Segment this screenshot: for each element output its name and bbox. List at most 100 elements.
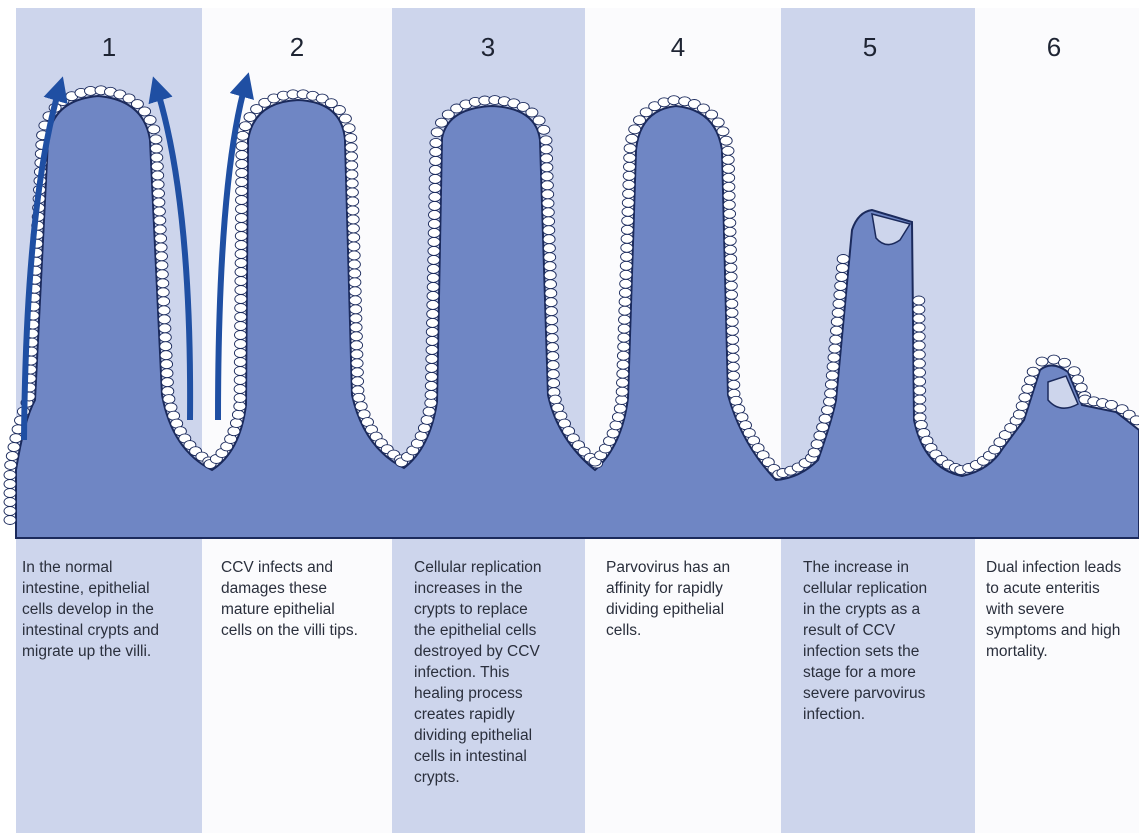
epithelial-cell (157, 288, 169, 297)
epithelial-cell (431, 128, 443, 137)
epithelial-cell (418, 424, 430, 433)
epithelial-cell (244, 113, 256, 122)
epithelial-cell (622, 207, 634, 216)
epithelial-cell (351, 341, 363, 350)
epithelial-cell (726, 299, 738, 308)
epithelial-cell (425, 399, 437, 408)
epithelial-cell (626, 134, 638, 143)
caption-line: destroyed by CCV (414, 641, 542, 662)
epithelial-cell (835, 281, 847, 290)
epithelial-cell (913, 314, 925, 323)
epithelial-cell (429, 165, 441, 174)
caption-line: result of CCV (803, 620, 927, 641)
epithelial-cell (160, 342, 172, 351)
epithelial-cell (234, 376, 246, 385)
panel-4-caption: Parvovirus has an affinity for rapidly d… (606, 557, 730, 641)
epithelial-cell (4, 507, 16, 516)
epithelial-cell (236, 151, 248, 160)
epithelial-cell (144, 116, 156, 125)
epithelial-cell (235, 259, 247, 268)
epithelial-cell (350, 305, 362, 314)
epithelial-cell (4, 498, 16, 507)
epithelial-cell (819, 414, 831, 423)
epithelial-cell (619, 297, 631, 306)
epithelial-cell (808, 448, 820, 457)
epithelial-cell (349, 269, 361, 278)
epithelial-cell (348, 260, 360, 269)
epithelial-cell (430, 156, 442, 165)
epithelial-cell (833, 299, 845, 308)
epithelial-cell (621, 243, 633, 252)
epithelial-cell (429, 201, 441, 210)
epithelial-cell (712, 118, 724, 127)
caption-line: intestinal crypts and (22, 620, 159, 641)
epithelial-cell (814, 431, 826, 440)
epithelial-cell (811, 440, 823, 449)
epithelial-cell (621, 225, 633, 234)
epithelial-cell (426, 327, 438, 336)
epithelial-cell (427, 282, 439, 291)
epithelial-cell (706, 110, 718, 119)
epithelial-cell (825, 389, 837, 398)
panel-5-number: 5 (850, 32, 890, 63)
epithelial-cell (624, 144, 636, 153)
epithelial-cell (234, 358, 246, 367)
caption-line: Parvovirus has an (606, 557, 730, 578)
epithelial-cell (546, 325, 558, 334)
epithelial-cell (348, 233, 360, 242)
epithelial-cell (831, 317, 843, 326)
epithelial-cell (723, 200, 735, 209)
epithelial-cell (347, 197, 359, 206)
epithelial-cell (546, 316, 558, 325)
epithelial-cell (549, 395, 561, 404)
epithelial-cell (617, 351, 629, 360)
epithelial-cell (610, 421, 622, 430)
epithelial-cell (348, 251, 360, 260)
caption-line: increases in the (414, 578, 542, 599)
epithelial-cell (620, 270, 632, 279)
panel-2-number: 2 (277, 32, 317, 63)
epithelial-cell (619, 315, 631, 324)
epithelial-cell (717, 127, 729, 136)
epithelial-cell (428, 246, 440, 255)
epithelial-cell (545, 298, 557, 307)
epithelial-cell (1022, 384, 1034, 393)
epithelial-cell (621, 234, 633, 243)
epithelial-cell (339, 114, 351, 123)
epithelial-cell (151, 162, 163, 171)
epithelial-cell (150, 144, 162, 153)
epithelial-cell (914, 404, 926, 413)
epithelial-cell (157, 279, 169, 288)
caption-line: crypts. (414, 767, 542, 788)
epithelial-cell (617, 360, 629, 369)
epithelial-cell (425, 390, 437, 399)
epithelial-cell (547, 352, 559, 361)
epithelial-cell (153, 207, 165, 216)
panel-3-number: 3 (468, 32, 508, 63)
epithelial-cell (349, 296, 361, 305)
epithelial-cell (346, 170, 358, 179)
epithelial-cell (429, 174, 441, 183)
epithelial-cell (914, 386, 926, 395)
epithelial-cell (913, 341, 925, 350)
epithelial-cell (350, 314, 362, 323)
epithelial-cell (426, 336, 438, 345)
epithelial-cell (6, 452, 18, 461)
epithelial-cell (538, 125, 550, 134)
epithelial-cell (4, 471, 16, 480)
epithelial-cell (546, 334, 558, 343)
epithelial-cell (234, 349, 246, 358)
epithelial-cell (10, 434, 22, 443)
caption-line: intestine, epithelial (22, 578, 159, 599)
panel-4-number: 4 (658, 32, 698, 63)
epithelial-cell (235, 304, 247, 313)
epithelial-cell (547, 370, 559, 379)
epithelial-cell (913, 359, 925, 368)
epithelial-cell (427, 291, 439, 300)
caption-line: migrate up the villi. (22, 641, 159, 662)
panel-6-caption: Dual infection leads to acute enteritis … (986, 557, 1121, 662)
epithelial-cell (235, 214, 247, 223)
epithelial-cell (1016, 402, 1028, 411)
epithelial-cell (836, 272, 848, 281)
